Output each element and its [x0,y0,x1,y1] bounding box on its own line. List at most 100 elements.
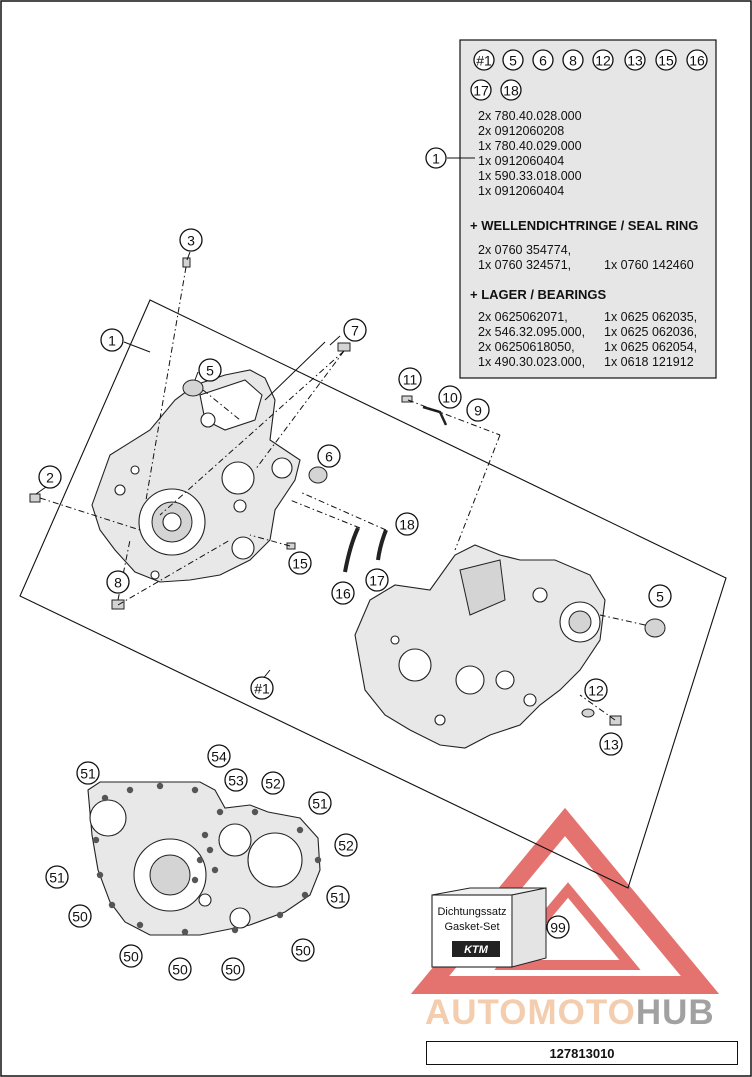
small-parts [29,257,666,726]
callout-3-label: 3 [187,233,195,249]
bolt-dot [216,808,224,816]
bearing-row-1-left: 2x 0625062071, [478,310,568,324]
callout-53: 53 [224,768,248,792]
callout-50e-label: 50 [295,943,311,959]
gasket-label-de: Dichtungssatz [437,906,506,918]
callout-6: 6 [317,444,341,468]
bolt-dot [191,876,199,884]
callout-11-label: 11 [403,372,418,388]
kit-ref-callout-label: 1 [432,151,440,167]
callout-53-label: 53 [228,773,244,789]
kit-callout-9-label: 17 [473,83,489,99]
seal-row-2-left: 1x 0760 324571, [478,258,571,272]
bolt-dot [126,786,134,794]
kit-part-1: 2x 780.40.028.000 [478,109,582,123]
dowel-7 [337,342,351,352]
callout-7-label: 7 [351,323,359,339]
bracket-10 [422,405,448,426]
kit-callout-7-label: 15 [658,53,674,69]
callout-12: 12 [584,678,608,702]
callout-54-label: 54 [211,749,227,765]
callout-12-label: 12 [588,683,604,699]
kit-callout-3-label: 6 [539,53,547,69]
callout-51c-label: 51 [312,796,328,812]
pipe-16 [343,527,360,573]
bolt-dot [92,836,100,844]
bearing-5-right [644,618,666,638]
callout-13: 13 [599,732,623,756]
kit-callout-3: 6 [532,49,554,71]
right-crankcase-half [354,544,606,749]
kit-callout-1: #1 [473,49,495,71]
callout-51d: 51 [326,885,350,909]
bearing-5-left [182,379,204,397]
bearing-heading: + LAGER / BEARINGS [470,287,606,302]
callout-3: 3 [179,228,203,252]
callout-1-label: 1 [108,333,116,349]
bolt-dot [101,794,109,802]
kit-part-4: 1x 0912060404 [478,154,564,168]
kit-part-6: 1x 0912060404 [478,184,564,198]
bolt-dot [296,826,304,834]
bolt-dot [211,866,219,874]
callout-11: 11 [398,367,422,391]
callout-17: 17 [365,568,389,592]
kit-callout-5: 12 [592,49,614,71]
bolt-dot [231,926,239,934]
callout-8: 8 [106,570,130,594]
washer-12 [581,708,595,718]
kit-callout-9: 17 [470,79,492,101]
bolt-15 [286,542,296,550]
bolt-dot [96,871,104,879]
bolt-dot [156,782,164,790]
seal-row-1-left: 2x 0760 354774, [478,243,571,257]
bolt-position-dots [92,782,322,936]
callout-50b: 50 [119,944,143,968]
callout-52b: 52 [334,833,358,857]
callout-51a: 51 [76,761,100,785]
bolt-11 [401,395,413,403]
seal-row-2-right: 1x 0760 142460 [604,258,694,272]
callout-54: 54 [207,744,231,768]
callout-6-label: 6 [325,449,333,465]
callout-17-label: 17 [369,573,385,589]
bearing-row-4-left: 1x 490.30.023.000, [478,355,585,369]
kit-callout-1-label: #1 [476,53,492,69]
bolt-dot [276,911,284,919]
bolt-dot [191,786,199,794]
callout-15: 15 [288,551,312,575]
kit-callout-2-label: 5 [509,53,517,69]
ktm-logo-plate [452,941,500,957]
callout-50c-label: 50 [172,962,188,978]
bolt-dot [301,891,309,899]
callout-50d-label: 50 [225,962,241,978]
bolt-dot [108,901,116,909]
kit-part-2: 2x 0912060208 [478,124,564,138]
bolt-dot [251,808,259,816]
kit-part-5: 1x 590.33.018.000 [478,169,582,183]
callout-hash1: #1 [250,676,274,700]
bolt-2 [29,493,41,503]
kit-callout-10-label: 18 [503,83,519,99]
callout-50a-label: 50 [72,909,88,925]
callout-18: 18 [395,512,419,536]
bearing-row-1-right: 1x 0625 062035, [604,310,697,324]
bolt-dot [206,846,214,854]
callout-8-label: 8 [114,575,122,591]
callout-52b-label: 52 [338,838,354,854]
left-crankcase-half [91,369,301,583]
callout-52a-label: 52 [265,776,281,792]
gasket-set-box: Dichtungssatz Gasket-Set KTM [431,887,547,968]
callout-10-label: 10 [442,390,458,406]
callout-51c: 51 [308,791,332,815]
kit-callout-2: 5 [502,49,524,71]
part-number: 127813010 [549,1045,615,1061]
kit-callout-5-label: 12 [595,53,611,69]
part-number-box: 127813010 [426,1041,738,1065]
bearing-6 [308,466,328,484]
bearing-row-3-left: 2x 06250618050, [478,340,575,354]
bolt-reference-view [87,781,322,936]
